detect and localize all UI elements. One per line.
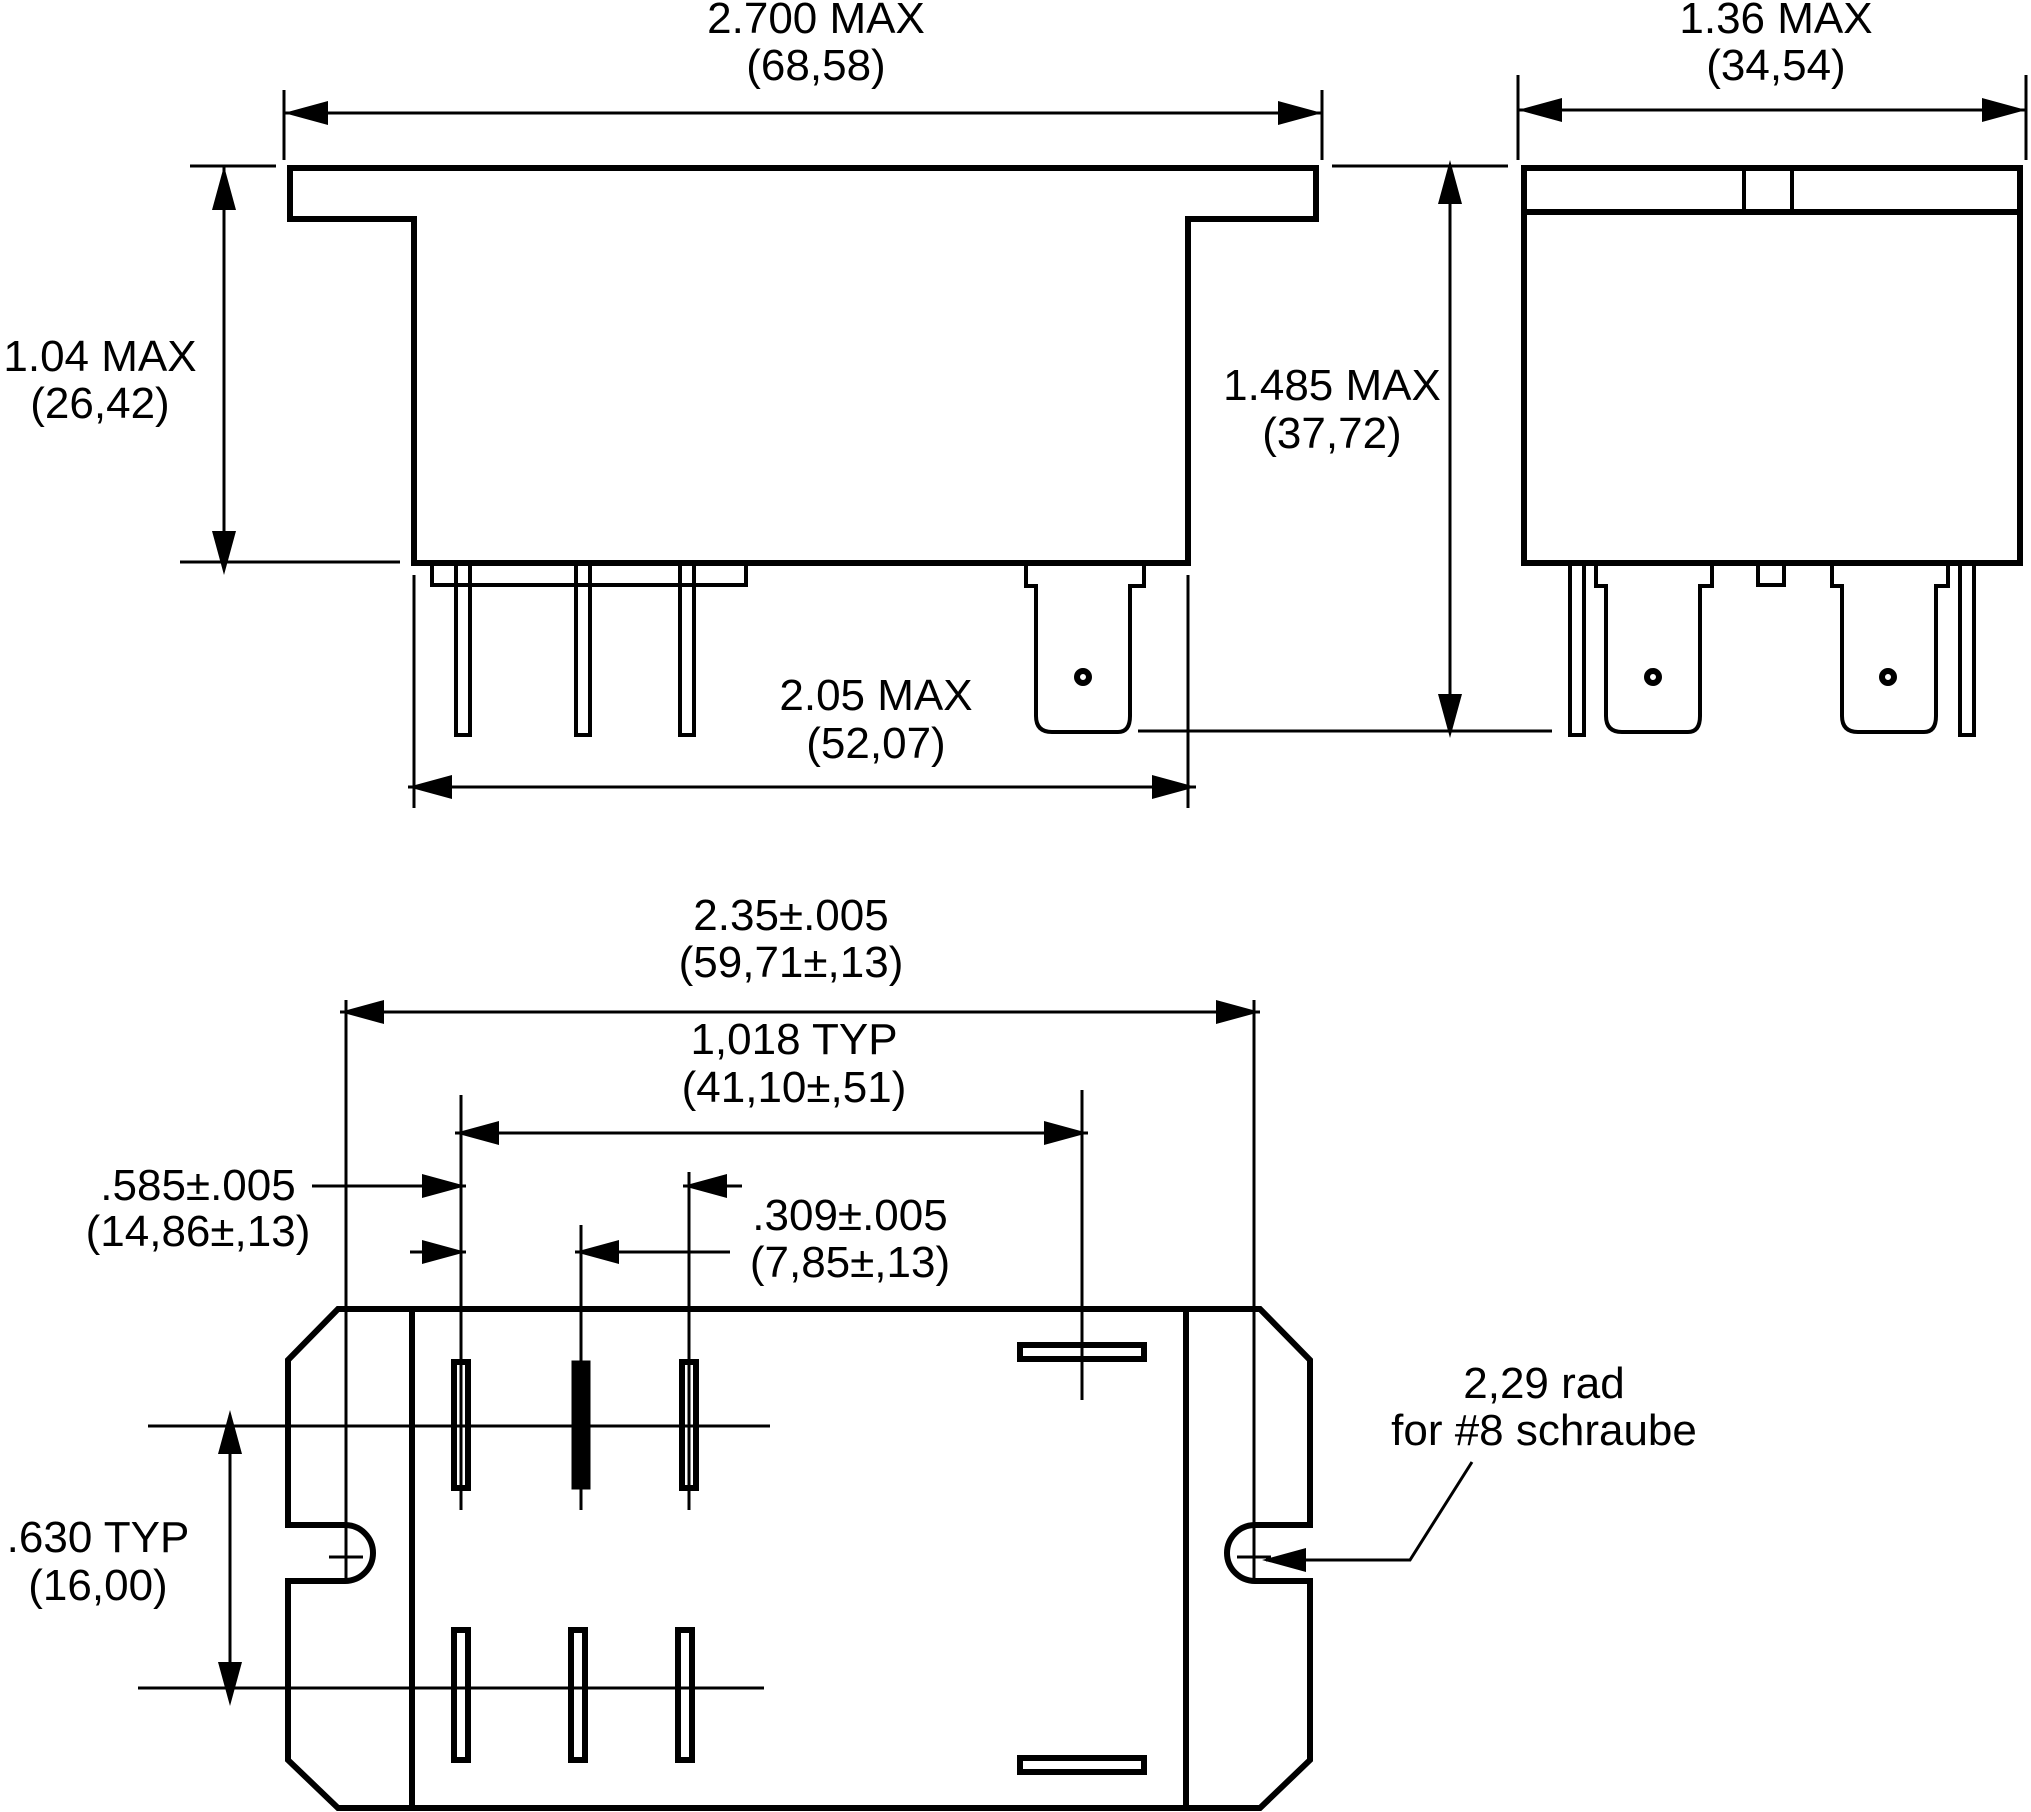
side-view-pin — [574, 561, 592, 737]
body-height-label: 1.04 MAX — [3, 332, 196, 381]
arrowhead — [218, 1410, 242, 1454]
row-spacing-label: .630 TYP — [7, 1513, 190, 1562]
end-view-pin — [1568, 561, 1586, 737]
overall-width-label-mm: (68,58) — [746, 41, 885, 90]
arrowhead — [1278, 101, 1322, 125]
bottom-row-terminal — [675, 1627, 695, 1763]
offset-label-mm: (14,86±,13) — [86, 1207, 311, 1256]
mount-spacing-label-mm: (59,71±,13) — [679, 938, 904, 987]
arrowhead — [683, 1174, 727, 1198]
terminal-span-label: 1,018 TYP — [690, 1015, 897, 1064]
end-view-pin — [1958, 561, 1976, 737]
arrowhead — [408, 775, 452, 799]
depth-label-mm: (34,54) — [1706, 41, 1845, 90]
arrowhead — [212, 531, 236, 575]
bottom-row-terminal — [568, 1627, 588, 1763]
side-view-pin — [454, 561, 472, 737]
row-spacing-label-mm: (16,00) — [28, 1561, 167, 1610]
terminal-span-label-mm: (41,10±,51) — [682, 1063, 907, 1112]
hole-callout-label: 2,29 rad — [1463, 1359, 1624, 1408]
end-view-center-nub — [1756, 561, 1786, 587]
arrowhead — [1262, 1548, 1306, 1572]
total-height-label: 1.485 MAX — [1223, 361, 1441, 410]
arrowhead — [422, 1240, 466, 1264]
end-view-tab-terminal — [1594, 563, 1714, 734]
arrowhead — [218, 1662, 242, 1706]
body-width-label-mm: (52,07) — [806, 719, 945, 768]
arrowhead — [1982, 98, 2026, 122]
arrowhead — [1152, 775, 1196, 799]
end-view-tab-hole — [1644, 668, 1662, 686]
hole-callout-label-screw: for #8 schraube — [1391, 1406, 1697, 1455]
arrowhead — [1438, 694, 1462, 738]
side-view-outline — [287, 165, 1319, 566]
pitch-label: .309±.005 — [752, 1191, 947, 1240]
bottom-row-terminal — [451, 1627, 471, 1763]
mount-spacing-label: 2.35±.005 — [693, 891, 888, 940]
arrowhead — [422, 1174, 466, 1198]
hole-callout-leader — [1266, 1461, 1474, 1562]
arrowhead — [455, 1121, 499, 1145]
total-height-label-mm: (37,72) — [1262, 409, 1401, 458]
depth-label: 1.36 MAX — [1679, 0, 1872, 43]
offset-label: .585±.005 — [100, 1161, 295, 1210]
arrowhead — [212, 166, 236, 210]
arrowhead — [1438, 160, 1462, 204]
overall-width-label: 2.700 MAX — [707, 0, 925, 43]
end-view-tab-terminal — [1830, 563, 1950, 734]
pitch-label-mm: (7,85±,13) — [750, 1238, 950, 1287]
side-view-tab-hole — [1074, 668, 1092, 686]
side-view-tab-terminal — [1024, 563, 1146, 734]
side-view-pin — [678, 561, 696, 737]
end-view: 1.36 MAX (34,54) — [1516, 0, 2028, 737]
horizontal-tab-terminal — [1017, 1755, 1147, 1775]
arrowhead — [575, 1240, 619, 1264]
top-view-outline — [285, 1306, 1313, 1811]
body-height-label-mm: (26,42) — [30, 379, 169, 428]
arrowhead — [284, 101, 328, 125]
end-view-tab-hole — [1879, 668, 1897, 686]
side-view: 2.700 MAX (68,58) 1.04 MAX (26,42) 2.05 … — [3, 0, 1552, 808]
arrowhead — [1044, 1121, 1088, 1145]
arrowhead — [340, 1000, 384, 1024]
arrowhead — [1216, 1000, 1260, 1024]
end-view-body — [1521, 165, 2023, 566]
arrowhead — [1518, 98, 1562, 122]
top-view: 2.35±.005 (59,71±,13) 1,018 TYP (41,10±,… — [7, 891, 1697, 1811]
body-width-label: 2.05 MAX — [779, 671, 972, 720]
